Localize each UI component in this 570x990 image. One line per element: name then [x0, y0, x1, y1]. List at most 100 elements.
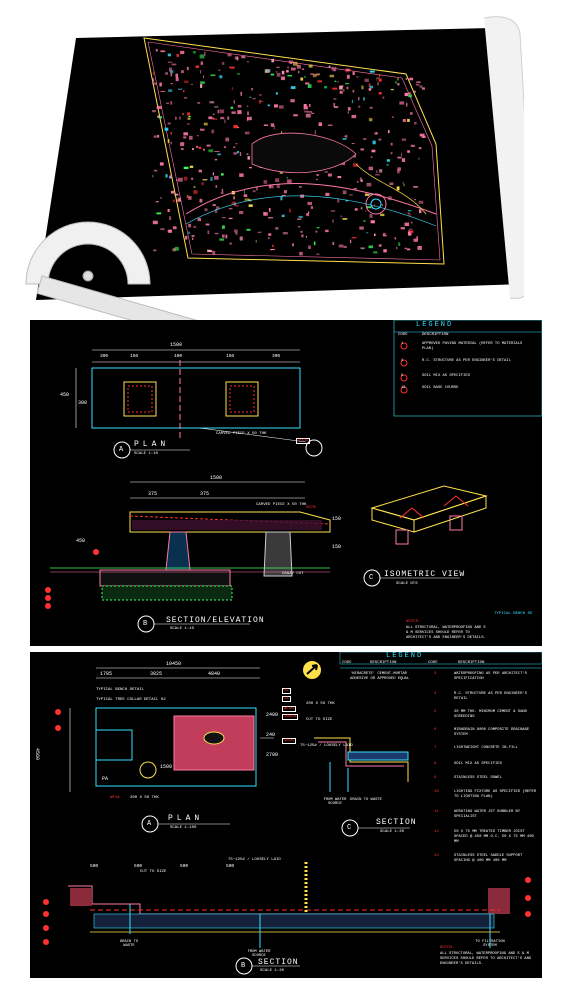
site-feature — [233, 152, 238, 155]
site-feature — [400, 227, 405, 230]
site-feature — [275, 92, 278, 95]
site-feature — [274, 104, 278, 108]
site-feature — [356, 76, 359, 78]
site-feature — [386, 159, 390, 162]
site-feature — [217, 153, 221, 156]
site-feature — [258, 99, 261, 104]
site-feature — [217, 109, 219, 114]
site-feature — [263, 124, 268, 126]
site-feature — [352, 89, 355, 93]
site-feature — [276, 184, 280, 189]
site-feature — [233, 146, 236, 148]
site-feature — [191, 235, 195, 237]
site-feature — [376, 79, 378, 81]
legend-box — [393, 320, 542, 417]
site-feature — [265, 69, 270, 73]
site-feature — [306, 213, 309, 217]
iso-tag: C — [369, 574, 374, 582]
section-side-dim-2: 150 — [332, 516, 342, 522]
plan-sub-dim: 150 — [226, 354, 235, 359]
site-feature — [197, 218, 201, 222]
site-feature — [200, 70, 202, 74]
site-feature — [170, 83, 173, 85]
site-feature — [213, 118, 218, 120]
site-feature — [297, 218, 302, 220]
site-feature — [190, 83, 193, 85]
legend-desc: AERATING WATER JET BUBBLER BY SPECIALIST — [454, 810, 521, 819]
site-feature — [280, 196, 283, 201]
site-feature — [338, 244, 344, 248]
site-feature — [360, 148, 365, 151]
site-feature — [333, 103, 336, 107]
site-feature — [204, 208, 208, 212]
site-feature — [233, 196, 235, 200]
site-feature — [380, 213, 385, 217]
plan-tag-2: A — [147, 820, 152, 828]
site-feature — [327, 173, 332, 177]
site-feature — [236, 151, 240, 154]
site-feature — [276, 66, 280, 69]
legend-code: 3 — [434, 672, 437, 676]
site-feature — [316, 253, 320, 255]
site-feature — [159, 162, 164, 166]
site-feature — [369, 70, 375, 73]
site-feature — [419, 209, 422, 214]
site-feature — [379, 169, 383, 173]
site-feature — [293, 61, 298, 66]
site-feature — [401, 158, 406, 162]
site-feature — [267, 104, 271, 107]
site-feature — [200, 81, 205, 84]
section-code: S2 — [282, 688, 291, 694]
site-feature — [283, 190, 287, 194]
site-feature — [269, 184, 271, 188]
legend-h2: DESCRIPTION — [370, 661, 397, 665]
site-feature — [188, 196, 192, 200]
site-feature — [222, 234, 225, 238]
site-feature — [203, 75, 204, 78]
site-feature — [229, 242, 232, 245]
site-feature — [421, 135, 426, 138]
site-feature — [375, 131, 378, 135]
site-feature — [244, 131, 250, 135]
site-feature — [315, 230, 318, 233]
site-feature — [237, 73, 241, 75]
section-label-c: SECTION — [376, 818, 417, 827]
site-feature — [169, 70, 174, 74]
bench-detail-drawing — [45, 320, 542, 633]
site-feature — [407, 150, 410, 153]
site-feature — [351, 114, 357, 119]
site-feature — [339, 90, 343, 94]
site-feature — [219, 75, 223, 79]
legend-h4: DESCRIPTION — [458, 661, 485, 665]
site-feature — [378, 244, 382, 247]
site-feature — [409, 77, 414, 81]
site-feature — [370, 220, 375, 224]
site-feature — [243, 190, 245, 194]
site-feature — [231, 87, 233, 91]
site-feature — [304, 76, 306, 78]
legend-h3: CODE — [428, 661, 438, 665]
site-feature — [305, 82, 310, 85]
site-feature — [414, 90, 416, 93]
site-feature — [227, 53, 232, 57]
site-feature — [168, 89, 173, 92]
site-feature — [174, 193, 179, 196]
site-feature — [313, 241, 316, 246]
site-feature — [167, 139, 170, 143]
site-feature — [167, 53, 171, 57]
site-feature — [175, 73, 178, 78]
site-feature — [328, 65, 331, 68]
site-feature — [209, 101, 215, 104]
site-feature — [219, 238, 225, 241]
site-feature — [351, 99, 354, 104]
site-feature — [419, 85, 423, 88]
site-feature — [224, 119, 226, 124]
site-feature — [281, 214, 285, 218]
site-feature — [212, 172, 214, 176]
site-feature — [215, 185, 218, 188]
site-feature — [358, 96, 360, 101]
site-feature — [407, 210, 412, 212]
site-feature — [327, 124, 333, 126]
plan-side-dim-2: 300 — [78, 400, 88, 406]
site-feature — [197, 101, 201, 104]
